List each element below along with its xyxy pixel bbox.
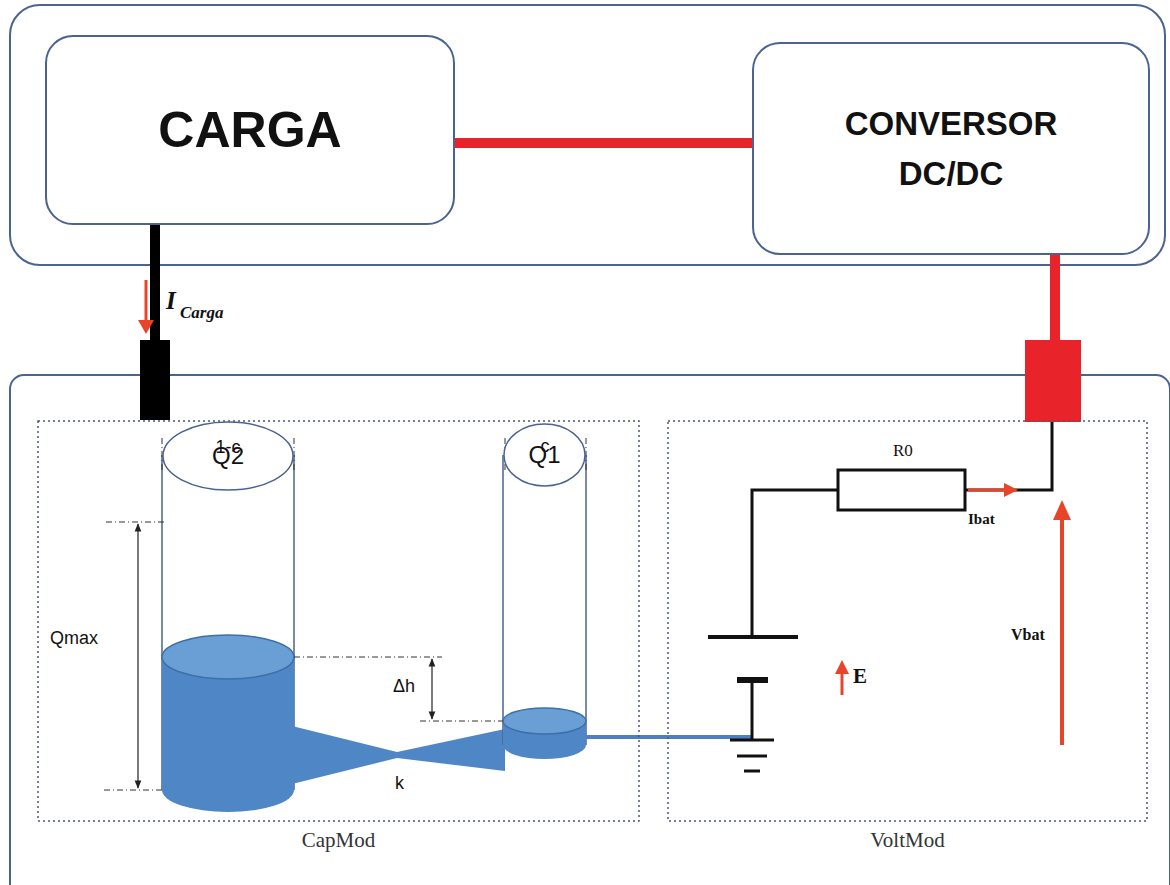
module-title: CapMod [37, 828, 640, 853]
dimension-tick [420, 721, 503, 722]
dimension-tick [294, 657, 442, 658]
voltage-module: VoltMod [667, 420, 1148, 860]
arrow-head [835, 660, 849, 674]
node-label: CARGA [158, 101, 341, 159]
capacity-module: CapModQ2Q1 [37, 420, 640, 860]
dimension-arrow [137, 524, 138, 788]
load-box: CARGA [45, 35, 455, 225]
dimension-arrow [431, 659, 432, 719]
tank-water [162, 768, 294, 812]
module-title: VoltMod [667, 828, 1148, 853]
voltage-arrow [841, 672, 844, 695]
node-label: CONVERSOR DC/DC [821, 99, 1081, 198]
current-arrows [138, 280, 1071, 745]
water-level [162, 635, 294, 679]
arrow-head [1004, 483, 1018, 497]
tank-water [503, 731, 586, 759]
dimension-ticks [104, 438, 586, 790]
resistor-symbol [838, 470, 965, 510]
current-label: Ibat [968, 511, 995, 528]
tank-wall [502, 455, 504, 745]
current-symbol: I [166, 287, 176, 316]
current-arrow [145, 280, 148, 322]
ground-symbol [737, 755, 767, 758]
tank-wall [585, 455, 587, 745]
voltage-arrow [1060, 518, 1064, 745]
ground-symbol [744, 770, 760, 773]
width-dimension: 1-c [215, 437, 240, 458]
battery-plate [708, 635, 798, 639]
current-arrow [968, 489, 1006, 492]
circuit-wire [751, 680, 754, 740]
water-level [503, 708, 586, 734]
positive-terminal [1025, 340, 1081, 422]
power-wire [455, 138, 752, 148]
resistor-label: R0 [893, 441, 913, 461]
negative-terminal [140, 340, 170, 420]
voltage-label: Vbat [1011, 626, 1045, 644]
emf-label: E [853, 664, 867, 688]
tank-link [586, 735, 752, 739]
circuit-wire [965, 420, 1052, 490]
current-subscript: Carga [180, 303, 223, 323]
capacity-dimension: Qmax [50, 628, 98, 649]
width-dimension: c [541, 436, 550, 457]
height-dimension: Δh [393, 676, 415, 697]
converter-box: CONVERSOR DC/DC [752, 42, 1150, 255]
dimension-arrows [138, 463, 584, 788]
dotted-outline [667, 420, 1148, 822]
battery-frame [10, 375, 1170, 885]
ground-symbol [730, 739, 774, 742]
tank-outline [504, 424, 585, 486]
system-frame [10, 5, 1165, 265]
circuit-wire [752, 490, 838, 637]
arrow-head [1053, 500, 1071, 520]
dimension-tick [106, 522, 166, 523]
arrow-head [138, 320, 154, 334]
dimension-tick [104, 790, 162, 791]
dotted-outline [38, 421, 639, 821]
tank-outline [163, 422, 293, 490]
valve-label: k [395, 773, 404, 794]
dotted-outline [668, 421, 1147, 821]
